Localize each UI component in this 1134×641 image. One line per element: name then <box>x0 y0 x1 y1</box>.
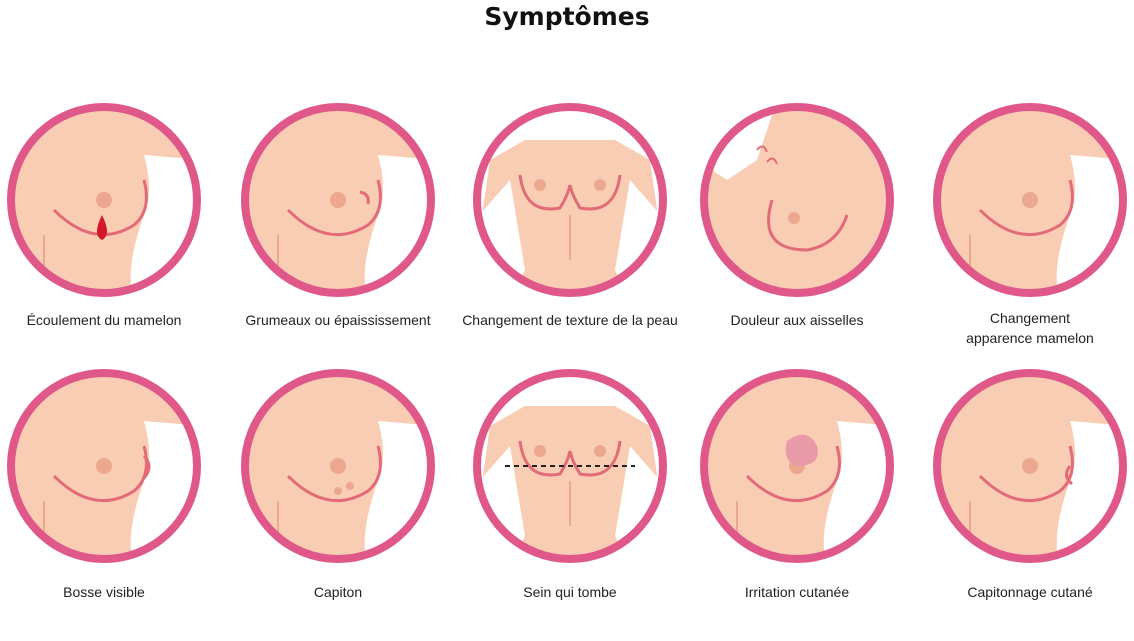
ring-border <box>7 369 201 563</box>
ring-border <box>473 369 667 563</box>
page-title: Symptômes <box>484 2 650 31</box>
symptom-illustration <box>700 369 894 563</box>
ring-border <box>933 103 1127 297</box>
symptom-label: Sein qui tombe <box>523 584 617 600</box>
symptom-illustration <box>933 369 1127 563</box>
symptom-illustration <box>473 103 667 297</box>
symptom-label: Bosse visible <box>63 584 145 600</box>
symptom-illustration <box>7 103 201 297</box>
ring-border <box>241 103 435 297</box>
ring-border <box>933 369 1127 563</box>
ring-border <box>7 103 201 297</box>
symptom-illustration <box>241 103 435 297</box>
symptom-illustration <box>7 369 201 563</box>
symptom-label: Grumeaux ou épaississement <box>245 312 431 328</box>
symptom-label: Douleur aux aisselles <box>730 312 864 328</box>
ring-border <box>241 369 435 563</box>
ring-border <box>473 103 667 297</box>
symptom-illustration <box>473 369 667 563</box>
symptom-label: Capiton <box>313 584 363 600</box>
ring-border <box>700 369 894 563</box>
symptom-label: Changement apparence mamelon <box>966 310 1094 346</box>
symptom-label: Changement de texture de la peau <box>462 312 678 328</box>
symptom-illustration <box>700 103 894 297</box>
symptom-illustration <box>241 369 435 563</box>
symptom-label: Irritation cutanée <box>744 584 850 600</box>
symptom-label: Capitonnage cutané <box>967 584 1093 600</box>
symptom-label: Écoulement du mamelon <box>26 312 182 328</box>
ring-border <box>700 103 894 297</box>
symptom-illustration <box>933 103 1127 297</box>
